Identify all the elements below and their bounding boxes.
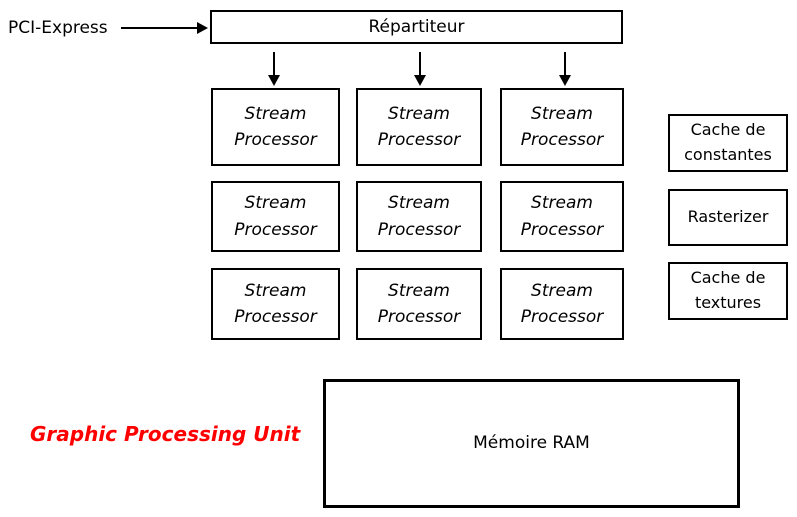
- repartiteur-box: Répartiteur: [210, 10, 623, 44]
- stream-processor-label: Stream: [531, 193, 593, 214]
- stream-processor-label: Processor: [520, 307, 604, 327]
- stream-processor-box-8: Stream Processor: [356, 268, 482, 340]
- stream-processor-label: Processor: [520, 219, 604, 240]
- stream-processor-label: Stream: [244, 103, 307, 124]
- stream-processor-label: Processor: [234, 130, 317, 150]
- cache-textures-box: Cache de textures: [668, 262, 788, 320]
- arrow-head-icon: [268, 75, 280, 86]
- stream-processor-label: Processor: [377, 219, 461, 240]
- arrow-line: [121, 27, 198, 29]
- stream-processor-box-7: Stream Processor: [211, 268, 340, 340]
- arrow-head-icon: [414, 75, 426, 86]
- stream-processor-label: Stream: [531, 103, 593, 124]
- stream-processor-label: Processor: [377, 130, 461, 150]
- cache-constantes-label: Cache de: [690, 120, 766, 140]
- stream-processor-label: Stream: [388, 280, 450, 301]
- repartiteur-label: Répartiteur: [368, 16, 465, 37]
- stream-processor-label: Stream: [388, 193, 450, 214]
- pci-express-label: PCI-Express: [8, 18, 108, 38]
- stream-processor-box-3: Stream Processor: [500, 88, 624, 166]
- cache-textures-label: Cache de: [690, 268, 766, 288]
- gpu-title: Graphic Processing Unit: [30, 422, 301, 446]
- arrow-head-icon: [197, 22, 208, 34]
- arrow-line: [564, 52, 566, 76]
- stream-processor-box-6: Stream Processor: [500, 181, 624, 252]
- memoire-ram-box: Mémoire RAM: [323, 379, 740, 508]
- stream-processor-box-9: Stream Processor: [500, 268, 624, 340]
- stream-processor-label: Processor: [234, 307, 317, 327]
- stream-processor-box-4: Stream Processor: [211, 181, 340, 252]
- memoire-ram-label: Mémoire RAM: [473, 433, 590, 454]
- cache-constantes-label: constantes: [684, 145, 772, 164]
- stream-processor-label: Stream: [244, 193, 307, 214]
- stream-processor-label: Stream: [244, 280, 307, 301]
- arrow-line: [419, 52, 421, 76]
- stream-processor-label: Processor: [377, 307, 461, 327]
- cache-textures-label: textures: [694, 293, 762, 312]
- stream-processor-box-1: Stream Processor: [211, 88, 340, 166]
- stream-processor-box-2: Stream Processor: [356, 88, 482, 166]
- stream-processor-label: Processor: [520, 130, 604, 150]
- stream-processor-box-5: Stream Processor: [356, 181, 482, 252]
- rasterizer-label: Rasterizer: [687, 207, 769, 227]
- rasterizer-box: Rasterizer: [668, 189, 788, 246]
- cache-constantes-box: Cache de constantes: [668, 114, 788, 172]
- arrow-head-icon: [559, 75, 571, 86]
- stream-processor-label: Stream: [388, 103, 450, 124]
- arrow-line: [273, 52, 275, 76]
- stream-processor-label: Stream: [531, 280, 593, 301]
- stream-processor-label: Processor: [234, 219, 317, 240]
